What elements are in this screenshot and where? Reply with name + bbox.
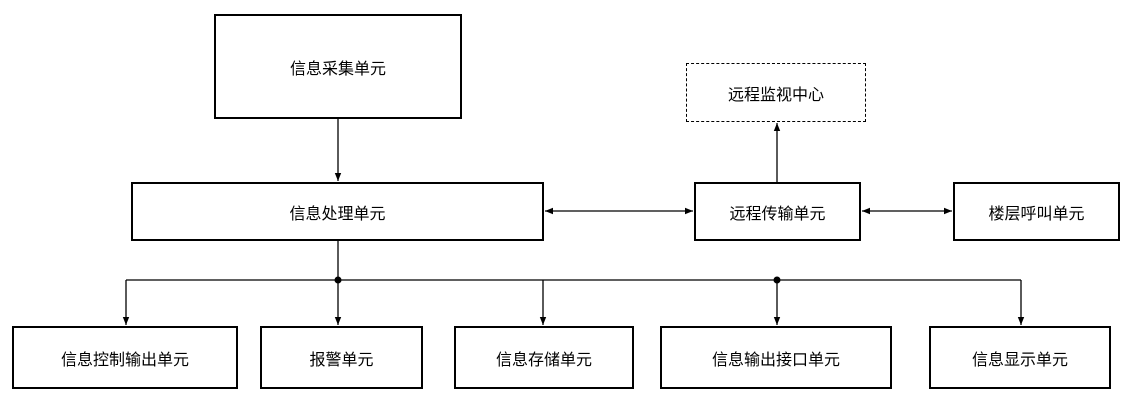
node-alarm-unit: 报警单元 (260, 326, 423, 389)
node-label: 信息处理单元 (289, 203, 386, 223)
node-label: 远程监视中心 (727, 84, 824, 104)
node-label: 报警单元 (309, 349, 374, 369)
node-remote-transmission-unit: 远程传输单元 (694, 182, 861, 241)
node-label: 楼层呼叫单元 (988, 203, 1085, 223)
node-floor-call-unit: 楼层呼叫单元 (953, 182, 1120, 241)
node-remote-monitoring-center: 远程监视中心 (686, 63, 866, 122)
node-info-processing-unit: 信息处理单元 (131, 182, 544, 241)
node-label: 信息控制输出单元 (60, 349, 189, 369)
node-label: 信息存储单元 (495, 349, 592, 369)
node-info-display-unit: 信息显示单元 (929, 326, 1111, 389)
node-info-output-interface-unit: 信息输出接口单元 (660, 326, 892, 389)
node-info-collection-unit: 信息采集单元 (214, 14, 462, 119)
node-label: 远程传输单元 (729, 203, 826, 223)
node-info-control-output-unit: 信息控制输出单元 (12, 326, 238, 389)
node-label: 信息显示单元 (971, 349, 1068, 369)
node-info-storage-unit: 信息存储单元 (454, 326, 634, 389)
node-label: 信息采集单元 (289, 58, 386, 78)
node-label: 信息输出接口单元 (711, 349, 840, 369)
